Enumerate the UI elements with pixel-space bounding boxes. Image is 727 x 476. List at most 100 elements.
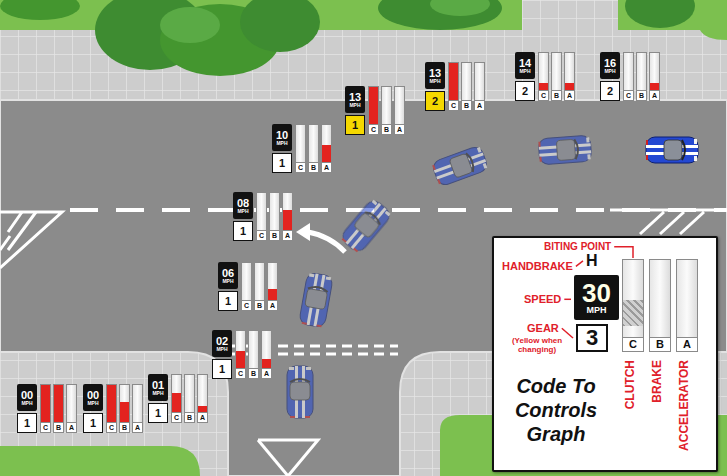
pedal-fill <box>268 289 277 300</box>
pedal-fill <box>172 393 181 412</box>
accelerator-label: ACCELERATOR <box>678 360 692 451</box>
speed-unit: MPH <box>222 279 233 284</box>
speed-unit: MPH <box>237 209 248 214</box>
pedal-letter: B <box>462 100 471 110</box>
tree <box>240 0 320 52</box>
controls-graph: 14MPH2CBA <box>515 52 575 101</box>
clutch-bar: C <box>448 62 459 111</box>
brake-bar: B <box>381 86 392 135</box>
brake-bar: B <box>636 52 647 101</box>
pedal-letter: C <box>236 368 245 378</box>
gear-value: 1 <box>24 418 30 429</box>
car-ghost <box>339 198 392 255</box>
clutch-bar: C <box>171 374 182 423</box>
car <box>646 137 698 163</box>
leader-line <box>576 261 583 267</box>
pedal-fill <box>322 145 331 162</box>
speed-box: 01MPH <box>148 374 168 401</box>
accelerator-bar: A <box>394 86 405 135</box>
road <box>0 100 727 476</box>
clutch-bar: C <box>295 124 306 173</box>
speed-value: 01 <box>152 380 164 391</box>
speed-box: 16MPH <box>600 52 620 79</box>
gear-note: (Yellow when changing) <box>504 336 570 354</box>
gear-value: 2 <box>522 86 528 97</box>
gear-box: 1 <box>148 403 168 423</box>
speed-unit: MPH <box>519 69 530 74</box>
pedal-letter: A <box>565 90 574 100</box>
accelerator-bar: A <box>132 384 143 433</box>
pedal-fill <box>107 385 116 422</box>
pedal-letter: C <box>107 422 116 432</box>
gear-box: 1 <box>83 413 103 433</box>
accelerator-bar: A <box>267 262 278 311</box>
speed-box: 10MPH <box>272 124 292 151</box>
speed-value: 13 <box>349 92 361 103</box>
pedal-fill <box>369 87 378 124</box>
leader-line <box>564 299 571 301</box>
pedal-fill <box>262 359 271 368</box>
give-way-triangle <box>258 440 288 476</box>
pedal-fill <box>54 385 63 422</box>
legend-panel: BITING POINTHANDBRAKESPEEDGEAR(Yellow wh… <box>492 236 718 472</box>
speed-value: 16 <box>604 58 616 69</box>
pedal-letter: B <box>382 124 391 134</box>
gear-value: 1 <box>155 408 161 419</box>
speed-value: 08 <box>237 198 249 209</box>
clutch-bar: C <box>538 52 549 101</box>
pedal-letter: C <box>449 100 458 110</box>
pedal-fill <box>539 83 548 90</box>
gear-value: 3 <box>586 327 598 349</box>
brake-bar: B <box>269 192 280 241</box>
car-ghost <box>287 366 313 418</box>
gear-box: 1 <box>345 115 365 135</box>
hatch-stripes <box>0 212 36 250</box>
speed-unit: MPH <box>604 69 615 74</box>
speed-box: 13MPH <box>425 62 445 89</box>
hatch-border <box>0 212 62 268</box>
gear-box: 1 <box>218 291 238 311</box>
accelerator-bar: A <box>261 330 272 379</box>
tree <box>625 0 695 28</box>
speed-box: 14MPH <box>515 52 535 79</box>
pedal-letter: B <box>249 368 258 378</box>
bottom-left-grass <box>0 446 200 476</box>
speed-unit: MPH <box>587 306 607 315</box>
speed-box: 08MPH <box>233 192 253 219</box>
biting-zone <box>623 300 643 326</box>
speed-value: 10 <box>276 130 288 141</box>
controls-graph: 08MPH1CBA <box>233 192 293 241</box>
gear-label: GEAR <box>527 322 559 335</box>
brake-bar: B <box>254 262 265 311</box>
pedal-letter: B <box>185 412 194 422</box>
speed-label: SPEED <box>524 293 561 306</box>
speed-box: 00MPH <box>17 384 37 411</box>
pedal-letter: A <box>262 368 271 378</box>
hatch-right <box>610 210 727 234</box>
give-way-triangle <box>258 440 318 476</box>
controls-graph: 13MPH2CBA <box>425 62 485 111</box>
brake-bar: B <box>649 259 671 352</box>
tree <box>0 0 80 20</box>
speed-box: 06MPH <box>218 262 238 289</box>
pedal-letter: A <box>475 100 484 110</box>
clutch-bar: C <box>623 52 634 101</box>
accelerator-bar: A <box>66 384 77 433</box>
controls-graph: 00MPH1CBA <box>83 384 143 433</box>
accelerator-bar: A <box>321 124 332 173</box>
speed-value: 06 <box>222 268 234 279</box>
clutch-bar: C <box>256 192 267 241</box>
gear-value: 1 <box>90 418 96 429</box>
pedal-letter: B <box>120 422 129 432</box>
pedal-fill <box>565 83 574 90</box>
speed-value: 30 <box>582 280 611 306</box>
speed-box: 30MPH <box>574 275 619 320</box>
speed-unit: MPH <box>87 401 98 406</box>
pedal-letter: C <box>624 90 633 100</box>
clutch-label: CLUTCH <box>624 360 638 409</box>
gear-box: 2 <box>600 81 620 101</box>
pedal-letter: B <box>650 337 670 351</box>
pedal-letter: C <box>623 337 643 351</box>
